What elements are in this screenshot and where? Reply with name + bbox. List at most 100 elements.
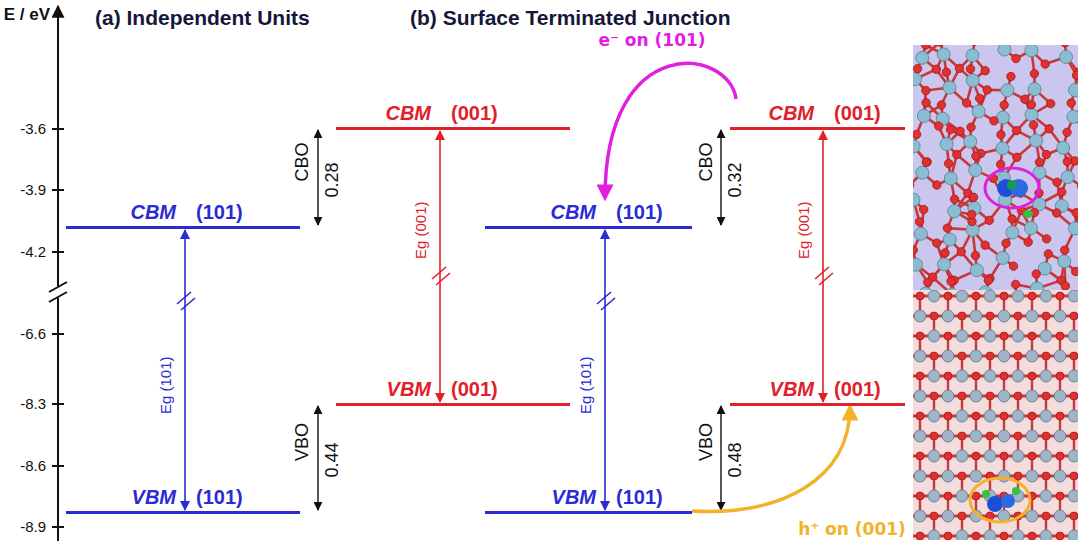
o-atom (944, 372, 952, 380)
break-mark (436, 273, 450, 285)
ti-atom (956, 290, 968, 302)
gap-label: Eg (001) (413, 201, 430, 259)
o-atom (981, 67, 989, 75)
ti-atom (1040, 370, 1052, 382)
level-name: CBM (130, 200, 176, 224)
ti-atom (928, 290, 940, 302)
o-atom (1056, 452, 1064, 460)
energy-level: CBM(101) (66, 198, 300, 229)
o-atom (1070, 352, 1078, 360)
ti-atom (1060, 50, 1073, 63)
o-atom (936, 45, 944, 46)
o-atom (944, 452, 952, 460)
ti-atom (1026, 390, 1038, 402)
ti-atom (916, 51, 929, 64)
offset-name: VBO (697, 423, 717, 461)
o-atom (1000, 412, 1008, 420)
o-atom (913, 246, 917, 254)
ti-atom (1026, 430, 1038, 442)
offset-value: 0.48 (726, 442, 746, 477)
o-atom (997, 130, 1005, 138)
ti-atom (1068, 410, 1078, 422)
ti-atom (913, 193, 920, 206)
ti-atom (1040, 410, 1052, 422)
ti-atom (1040, 530, 1052, 540)
offset-value: 0.44 (323, 442, 343, 477)
ti-atom (1054, 510, 1066, 522)
tick-label: -8.6 (20, 458, 46, 475)
o-atom (950, 195, 958, 203)
anatase-001-region (913, 290, 1078, 540)
ti-atom (956, 530, 968, 540)
ti-atom (1030, 134, 1043, 147)
o-atom (984, 276, 992, 284)
level-name: CBM (550, 200, 596, 224)
o-atom (1012, 126, 1020, 134)
ti-atom (1028, 83, 1041, 96)
o-atom (1056, 292, 1064, 300)
ti-atom (970, 310, 982, 322)
break-mark (601, 298, 615, 310)
o-atom (970, 45, 978, 46)
ti-atom (1025, 108, 1038, 121)
energy-level: CBM(101) (485, 198, 692, 229)
o-atom (930, 312, 938, 320)
axis-tick (52, 465, 64, 467)
o-atom (1008, 215, 1016, 223)
ti-atom (938, 258, 951, 271)
tick-label: -3.9 (20, 182, 46, 199)
o-atom (916, 332, 924, 340)
o-atom (935, 122, 943, 130)
anatase-101-region (913, 45, 1078, 290)
o-atom (1014, 392, 1022, 400)
facet-index: (101) (196, 485, 243, 509)
ti-atom (1054, 310, 1066, 322)
o-atom (1000, 292, 1008, 300)
facet-index: (001) (834, 377, 881, 401)
level-name: VBM (770, 377, 814, 401)
ti-atom (996, 142, 1009, 155)
energy-level: VBM(001) (336, 375, 570, 406)
o-atom (913, 130, 921, 138)
hole-density (970, 478, 1030, 522)
ti-atom (914, 510, 926, 522)
o-atom (944, 332, 952, 340)
o-atom (1053, 209, 1061, 217)
o-atom (941, 249, 949, 257)
axis-tick (52, 526, 64, 528)
o-atom (930, 392, 938, 400)
o-atom (955, 64, 963, 72)
ti-atom (1012, 370, 1024, 382)
ti-atom (1001, 84, 1014, 97)
ti-atom (984, 290, 996, 302)
o-atom (972, 492, 980, 500)
ti-atom (1040, 290, 1052, 302)
o-atom (1070, 472, 1078, 480)
o-atom (1070, 432, 1078, 440)
o-atom (986, 392, 994, 400)
o-atom (958, 312, 966, 320)
o-atom (983, 86, 991, 94)
o-atom (1071, 267, 1078, 275)
o-atom (1012, 54, 1020, 62)
gap-arrow (604, 230, 606, 510)
ti-atom (984, 330, 996, 342)
o-atom (1007, 72, 1015, 80)
o-atom (1028, 372, 1036, 380)
ti-atom (966, 49, 979, 62)
gap-arrow (822, 131, 824, 402)
o-atom (972, 372, 980, 380)
ti-atom (1040, 490, 1052, 502)
ti-atom (966, 74, 979, 87)
o-atom (1061, 246, 1069, 254)
tick-label: -8.3 (20, 396, 46, 413)
ti-atom (948, 205, 961, 218)
o-atom (1014, 352, 1022, 360)
axis-line (57, 6, 59, 541)
o-atom (1044, 250, 1052, 258)
o-atom (933, 239, 941, 247)
ti-atom (945, 288, 958, 290)
o-atom (944, 159, 952, 167)
o-atom (943, 224, 951, 232)
break-mark (819, 273, 833, 285)
